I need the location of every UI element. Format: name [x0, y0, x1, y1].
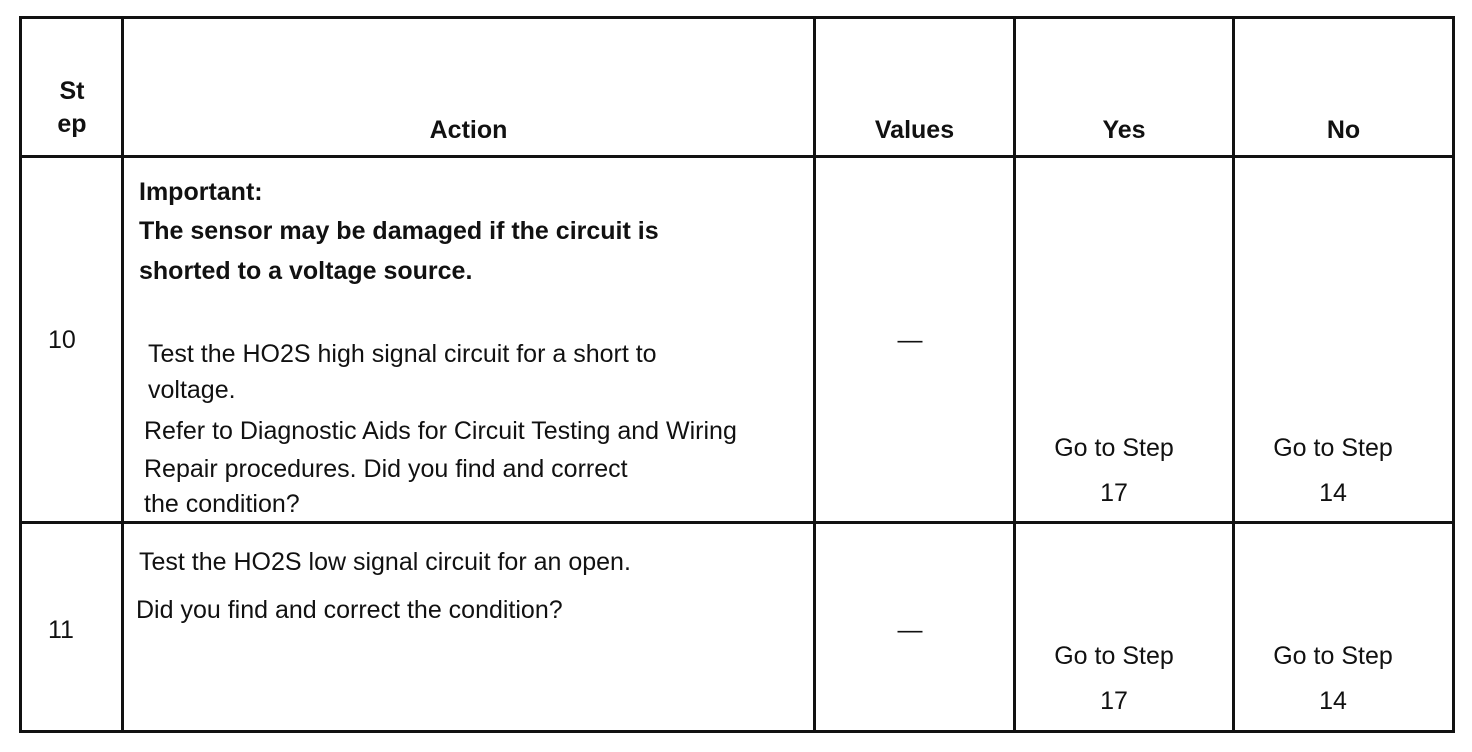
row-10-important-label: Important: [139, 178, 263, 206]
row-divider [19, 521, 1455, 524]
row-11-no-line1: Go to Step [1273, 642, 1393, 670]
row-10-action-line4: Repair procedures. Did you find and corr… [144, 455, 628, 483]
row-11-action-line1: Test the HO2S low signal circuit for an … [139, 548, 631, 576]
header-step-line1: St [59, 77, 85, 105]
row-10-yes: Go to Step 17 [1016, 426, 1212, 516]
header-no: No [1326, 116, 1361, 144]
row-11-step: 11 [48, 616, 74, 644]
row-10-no-line1: Go to Step [1273, 434, 1393, 462]
column-divider-yes [1232, 16, 1235, 733]
row-10-no-line2: 14 [1319, 479, 1347, 507]
row-11-no: Go to Step 14 [1235, 634, 1431, 724]
header-step: St ep [24, 75, 120, 140]
row-10-action-line1: Test the HO2S high signal circuit for a … [148, 340, 657, 368]
row-10-important-line1: The sensor may be damaged if the circuit… [139, 217, 659, 245]
header-yes: Yes [1102, 116, 1146, 144]
column-divider-action [813, 16, 816, 733]
table-border-bottom [19, 730, 1455, 733]
row-10-yes-line1: Go to Step [1054, 434, 1174, 462]
row-10-action-line5: the condition? [144, 490, 300, 518]
row-11-yes-line2: 17 [1100, 687, 1128, 715]
header-divider [19, 155, 1455, 158]
row-10-value: — [897, 326, 923, 354]
header-action: Action [429, 116, 508, 144]
row-10-step: 10 [48, 326, 76, 354]
row-10-action-line3: Refer to Diagnostic Aids for Circuit Tes… [144, 417, 737, 445]
column-divider-step [121, 16, 124, 733]
row-11-action-line2: Did you find and correct the condition? [136, 596, 563, 624]
header-values: Values [874, 116, 955, 144]
row-10-yes-line2: 17 [1100, 479, 1128, 507]
row-11-yes: Go to Step 17 [1016, 634, 1212, 724]
row-10-no: Go to Step 14 [1235, 426, 1431, 516]
row-11-no-line2: 14 [1319, 687, 1347, 715]
column-divider-values [1013, 16, 1016, 733]
row-10-action-line2: voltage. [148, 376, 236, 404]
row-11-value: — [897, 616, 923, 644]
row-11-yes-line1: Go to Step [1054, 642, 1174, 670]
table-border-right [1452, 16, 1455, 733]
header-step-line2: ep [57, 109, 87, 138]
row-10-important-line2: shorted to a voltage source. [139, 257, 473, 285]
table-border-top [19, 16, 1455, 19]
table-border-left [19, 16, 22, 733]
